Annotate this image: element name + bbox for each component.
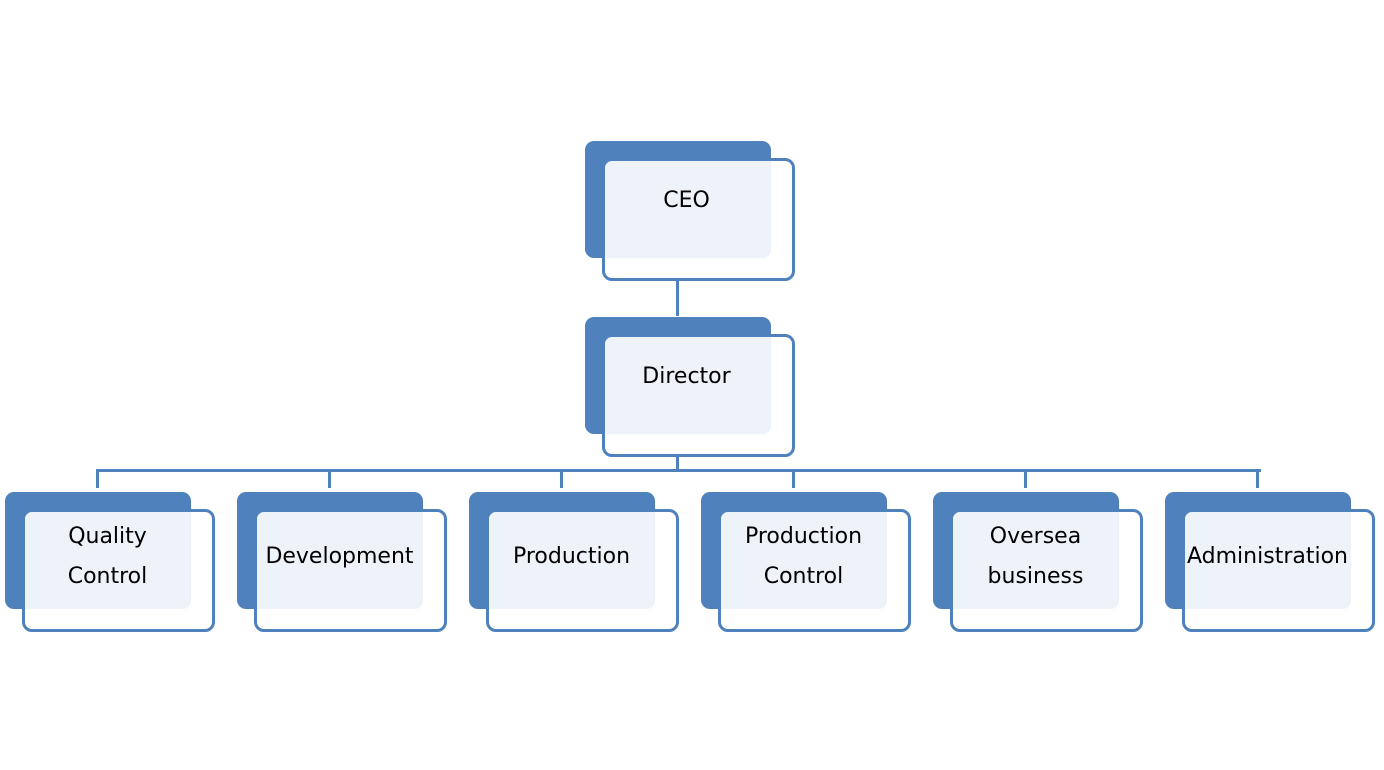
department-label-quality-control: Quality Control (67, 523, 148, 589)
ceo-box: CEO (585, 141, 795, 281)
connector-drop-production (560, 469, 563, 488)
department-box-development: Development (237, 492, 447, 632)
connector-drop-administration (1256, 469, 1259, 488)
connector-drop-production-control (792, 469, 795, 488)
department-label-development: Development (265, 543, 414, 569)
connector-drop-oversea-business (1024, 469, 1027, 488)
department-label-administration: Administration (1187, 543, 1348, 569)
connector-horizontal-bus (96, 469, 1261, 472)
department-box-administration: Administration (1165, 492, 1375, 632)
department-box-production: Production (469, 492, 679, 632)
director-label: Director (642, 363, 731, 389)
connector-drop-quality-control (96, 469, 99, 488)
department-label-production-control: Production Control (744, 523, 863, 589)
department-box-production-control: Production Control (701, 492, 911, 632)
department-box-quality-control: Quality Control (5, 492, 215, 632)
connector-ceo-director (676, 280, 679, 316)
department-label-oversea-business: Oversea business (987, 523, 1084, 589)
connector-drop-development (328, 469, 331, 488)
department-label-production: Production (512, 543, 631, 569)
ceo-label: CEO (663, 187, 710, 213)
department-box-oversea-business: Oversea business (933, 492, 1143, 632)
director-box: Director (585, 317, 795, 457)
connector-director-bus (676, 455, 679, 471)
